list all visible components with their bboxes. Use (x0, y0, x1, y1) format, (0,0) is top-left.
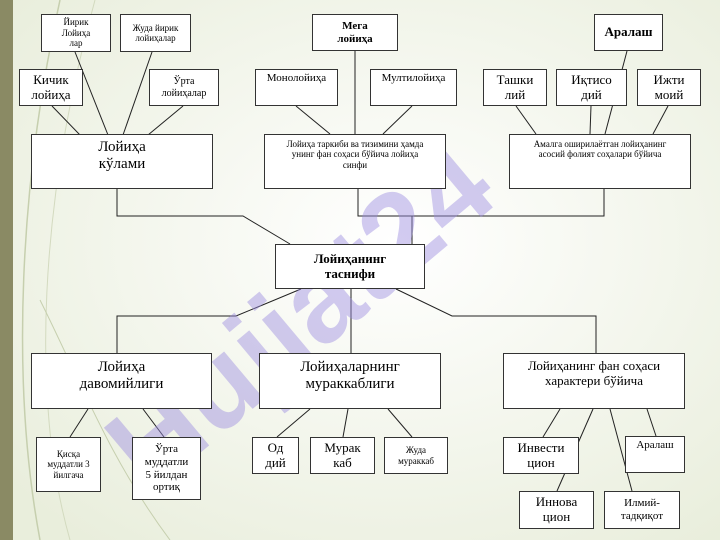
node-very-big: Жуда йирик лойиҳалар (120, 14, 191, 52)
node-mono: Монолойиҳа (255, 69, 338, 106)
node-duration: Лойиҳа давомийлиги (31, 353, 212, 409)
node-external: Ташки лий (483, 69, 547, 106)
node-root: Лойиҳанинг таснифи (275, 244, 425, 289)
node-mega: Мега лойиҳа (312, 14, 398, 51)
node-innovation: Иннова цион (519, 491, 594, 529)
node-medium: Ўрта лойиҳалар (149, 69, 219, 106)
node-scale: Лойиҳа кўлами (31, 134, 213, 189)
node-very-complex: Жуда мураккаб (384, 437, 448, 474)
node-small: Кичик лойиҳа (19, 69, 83, 106)
node-complex: Мурак каб (310, 437, 375, 474)
node-multi: Мултилойиҳа (370, 69, 457, 106)
node-field: Амалга оширилаётган лойиҳанинг асосий фо… (509, 134, 691, 189)
decorative-curve (39, 299, 171, 540)
left-accent-bar (0, 0, 13, 540)
node-short: Қисқа муддатли 3 йилгача (36, 437, 101, 492)
node-investment: Инвести цион (503, 437, 579, 474)
node-mixed-top: Аралаш (594, 14, 663, 51)
node-social: Ижти моий (637, 69, 701, 106)
node-science-character: Лойиҳанинг фан соҳаси характери бўйича (503, 353, 685, 409)
node-very-large: Йирик Лойиҳа лар (41, 14, 111, 52)
node-mid-term: Ўрта муддатли 5 йилдан ортиқ (132, 437, 201, 500)
node-economic: Иқтисо дий (556, 69, 627, 106)
node-composition: Лойиҳа таркиби ва тизимини ҳамда унинг ф… (264, 134, 446, 189)
node-complexity: Лойиҳаларнинг мураккаблиги (259, 353, 441, 409)
node-research: Илмий- тадқиқот (604, 491, 680, 529)
node-mixed-bottom: Аралаш (625, 436, 685, 473)
node-simple: Од дий (252, 437, 299, 474)
